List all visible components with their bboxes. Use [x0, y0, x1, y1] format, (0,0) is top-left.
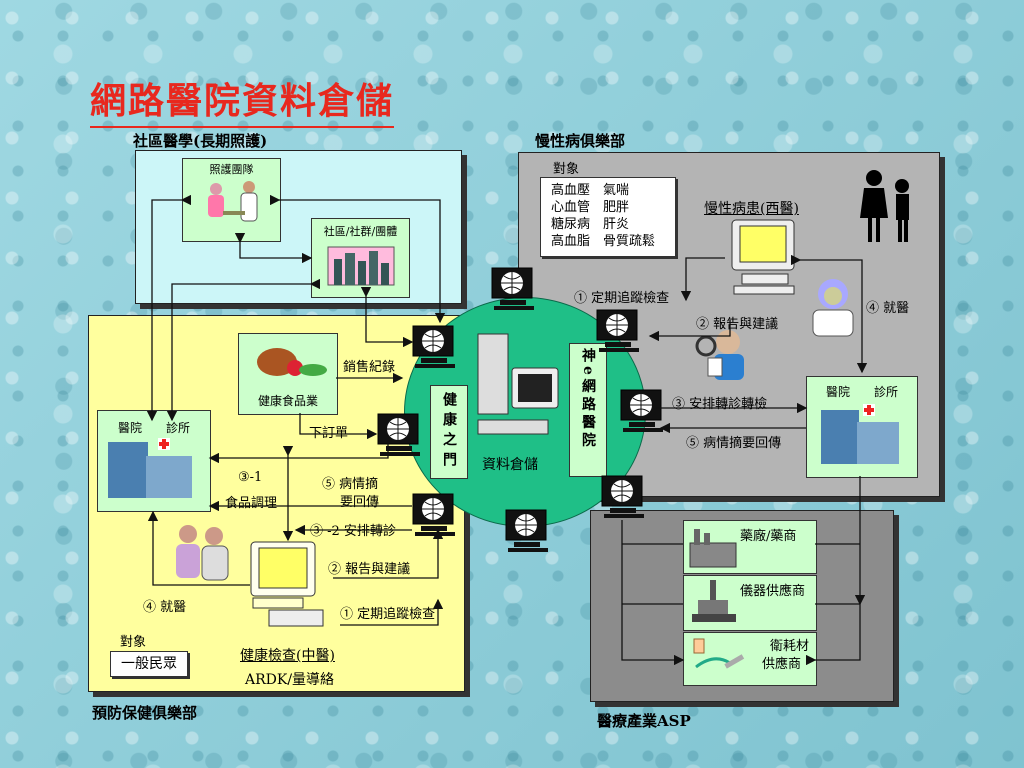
globe-monitor-icon: [377, 413, 420, 456]
prevention-hospital-label: 醫院 診所: [117, 421, 190, 435]
disease-list: 高血壓 氣喘 心血管 肥胖 糖尿病 肝炎 高血脂 骨質疏鬆: [540, 177, 676, 257]
disease-item: 糖尿病 肝炎: [551, 217, 630, 232]
ardk-label: ARDK/量導絡: [245, 672, 335, 688]
industry-heading: 醫療產業ASP: [597, 712, 691, 730]
page-title: 網路醫院資料倉儲: [90, 72, 395, 128]
instrument-icon: [692, 580, 736, 622]
disease-item: 心血管 肥胖: [551, 200, 630, 215]
checkup-label: 健康檢查(中醫): [240, 648, 335, 664]
prevention-heading: 預防保健俱樂部: [92, 704, 198, 722]
flow3-label: ③ 安排轉診轉檢: [672, 397, 768, 412]
pharma-label: 藥廠/藥商: [740, 529, 797, 544]
e-hospital-label: 神e網路醫院: [580, 348, 596, 451]
order-label: 下訂單: [309, 426, 349, 441]
consumables-box: 衛耗材 供應商: [683, 632, 817, 686]
food-prep-label: 食品調理: [225, 496, 278, 511]
nurse-icon: [208, 181, 258, 222]
server-icon: [477, 333, 559, 435]
doctor-magnifier-icon: [695, 330, 744, 380]
general-public-box: 一般民眾: [110, 651, 188, 677]
people-icon: [176, 525, 229, 581]
community-heading: 社區醫學(長期照護): [133, 132, 268, 150]
step3-2-label: ③ -2 安排轉診: [310, 524, 396, 539]
chronic-target-label: 對象: [553, 162, 580, 177]
factory-icon: [689, 529, 737, 568]
chronic-hospital-label: 醫院 診所: [825, 385, 898, 399]
disease-item: 高血脂 骨質疏鬆: [551, 234, 656, 249]
step2-label: ② 報告與建議: [328, 562, 411, 577]
hospital-icon: [108, 438, 192, 498]
instrument-box: 儀器供應商: [683, 575, 817, 631]
chronic-patient-label: 慢性病患(西醫): [704, 201, 799, 217]
step3-1-label: ③-1: [238, 470, 263, 485]
step1-label: ① 定期追蹤檢查: [340, 607, 436, 622]
warehouse-label: 資料倉儲: [482, 457, 538, 473]
globe-monitor-icon: [601, 475, 644, 518]
flow1-label: ① 定期追蹤檢查: [574, 291, 670, 306]
syringe-icon: [693, 638, 745, 669]
globe-monitor-icon: [596, 309, 639, 352]
prevention-target-label: 對象: [120, 635, 147, 650]
globe-monitor-icon: [412, 493, 455, 536]
flow2-label: ② 報告與建議: [696, 317, 779, 332]
globe-monitor-icon: [412, 325, 455, 368]
hospital-icon: [821, 404, 899, 464]
computer-icon: [731, 219, 795, 295]
globe-monitor-icon: [620, 389, 663, 432]
consumables-label: 衛耗材: [770, 639, 810, 654]
computer-icon: [250, 541, 324, 627]
health-food-label: 健康食品業: [257, 394, 318, 408]
care-team-label: 照護團隊: [209, 163, 254, 176]
food-icon: [257, 348, 327, 376]
care-team-box: 照護團隊: [182, 158, 281, 242]
prevention-hospital-box: 醫院 診所: [97, 410, 211, 512]
sales-record-label: 銷售紀錄: [343, 360, 396, 375]
city-icon: [327, 246, 395, 286]
disease-item: 高血壓 氣喘: [551, 183, 630, 198]
flow4-label: ④ 就醫: [866, 301, 910, 316]
community-org-box: 社區/社群/團體: [311, 218, 410, 298]
step5b-label: 要回傳: [340, 495, 380, 510]
health-food-box: 健康食品業: [238, 333, 338, 415]
globe-monitor-icon: [505, 509, 548, 552]
chronic-hospital-box: 醫院 診所: [806, 376, 918, 478]
health-gate-box: 健康之門: [430, 385, 468, 479]
chronic-heading: 慢性病俱樂部: [535, 132, 626, 150]
children-silhouette-icon: [860, 170, 909, 242]
instrument-label: 儀器供應商: [740, 584, 806, 599]
health-gate-label: 健康之門: [441, 392, 457, 472]
pharma-box: 藥廠/藥商: [683, 520, 817, 574]
elderly-woman-icon: [812, 279, 854, 337]
e-hospital-box: 神e網路醫院: [569, 343, 607, 477]
step4-label: ④ 就醫: [143, 600, 187, 615]
consumables-label-2: 供應商: [762, 657, 802, 672]
flow5-label: ⑤ 病情摘要回傳: [686, 436, 782, 451]
community-org-label: 社區/社群/團體: [323, 225, 398, 238]
globe-monitor-icon: [491, 267, 534, 310]
step5-label: ⑤ 病情摘: [322, 477, 379, 492]
